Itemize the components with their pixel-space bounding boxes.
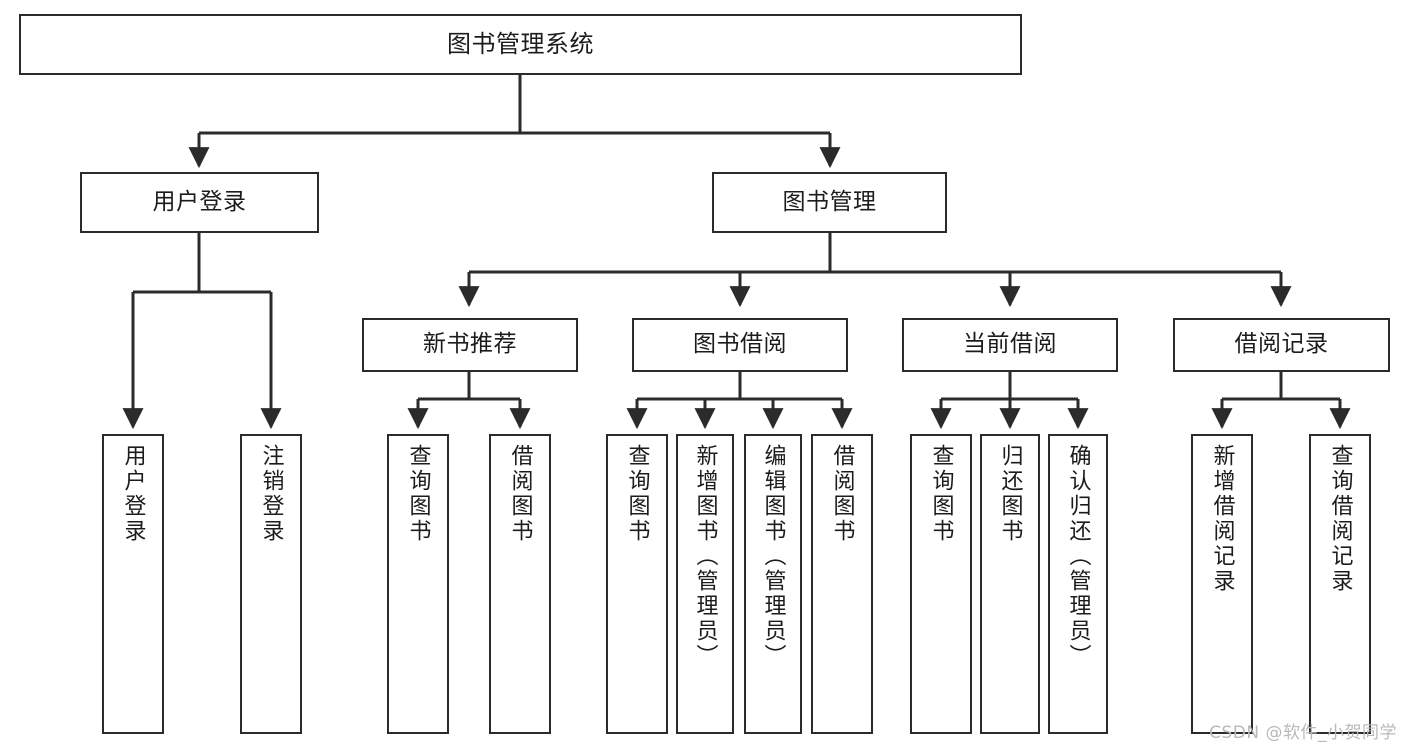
node-label: 查询图书 — [928, 444, 954, 544]
leaf-borrow-add-book-admin[interactable]: 新增图书（管理员） — [676, 434, 734, 734]
node-root-system[interactable]: 图书管理系统 — [19, 14, 1022, 75]
node-label: 当前借阅 — [963, 331, 1057, 358]
node-label: 新书推荐 — [423, 331, 517, 358]
node-label: 用户登录 — [120, 444, 146, 544]
leaf-borrow-borrow-book[interactable]: 借阅图书 — [811, 434, 873, 734]
node-current-borrow[interactable]: 当前借阅 — [902, 318, 1118, 372]
node-label: 查询图书 — [624, 444, 650, 544]
leaf-newbook-borrow-book[interactable]: 借阅图书 — [489, 434, 551, 734]
leaf-current-return-book[interactable]: 归还图书 — [980, 434, 1040, 734]
leaf-newbook-query-book[interactable]: 查询图书 — [387, 434, 449, 734]
node-label: 新增借阅记录 — [1209, 444, 1235, 594]
node-user-login[interactable]: 用户登录 — [80, 172, 319, 233]
node-label: 查询借阅记录 — [1327, 444, 1353, 594]
node-label: 图书借阅 — [693, 331, 787, 358]
node-label: 借阅图书 — [507, 444, 533, 544]
leaf-user-login-signin[interactable]: 用户登录 — [102, 434, 164, 734]
node-label: 编辑图书（管理员） — [760, 444, 786, 669]
node-label: 新增图书（管理员） — [692, 444, 718, 669]
leaf-user-login-signout[interactable]: 注销登录 — [240, 434, 302, 734]
node-label: 查询图书 — [405, 444, 431, 544]
node-label: 借阅记录 — [1234, 331, 1329, 358]
leaf-borrow-query-book[interactable]: 查询图书 — [606, 434, 668, 734]
leaf-current-query-book[interactable]: 查询图书 — [910, 434, 972, 734]
node-label: 图书管理系统 — [447, 30, 594, 59]
node-label: 图书管理 — [782, 188, 877, 215]
leaf-record-query-record[interactable]: 查询借阅记录 — [1309, 434, 1371, 734]
node-label: 归还图书 — [997, 444, 1023, 544]
node-borrow-record[interactable]: 借阅记录 — [1173, 318, 1390, 372]
leaf-current-confirm-return-admin[interactable]: 确认归还（管理员） — [1048, 434, 1108, 734]
node-book-management[interactable]: 图书管理 — [712, 172, 947, 233]
node-book-borrow[interactable]: 图书借阅 — [632, 318, 848, 372]
node-label: 用户登录 — [152, 188, 247, 215]
node-label: 确认归还（管理员） — [1065, 444, 1091, 669]
node-label: 注销登录 — [258, 444, 284, 544]
leaf-record-add-record[interactable]: 新增借阅记录 — [1191, 434, 1253, 734]
node-label: 借阅图书 — [829, 444, 855, 544]
node-new-book-recommend[interactable]: 新书推荐 — [362, 318, 578, 372]
leaf-borrow-edit-book-admin[interactable]: 编辑图书（管理员） — [744, 434, 802, 734]
